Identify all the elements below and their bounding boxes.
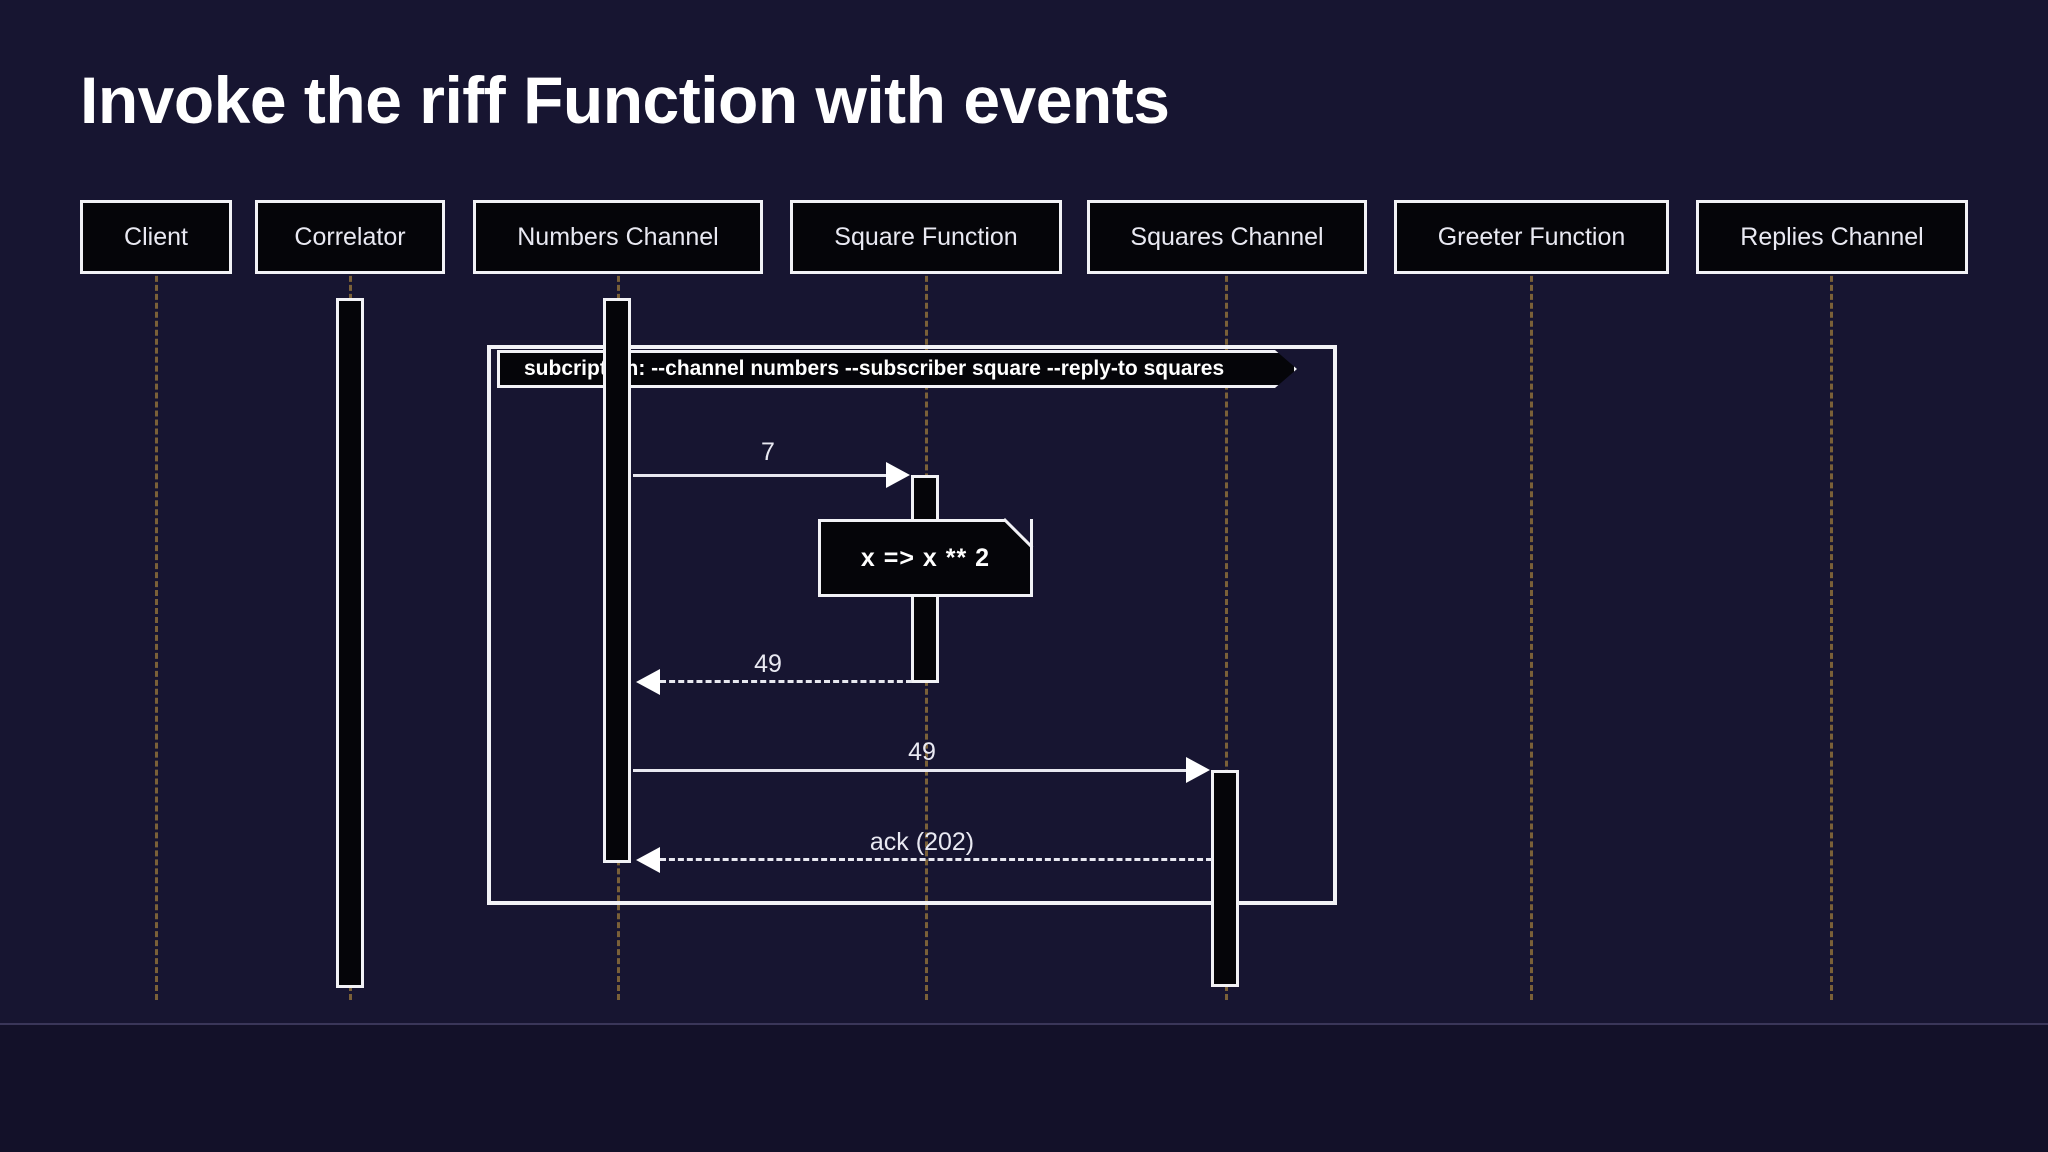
participant-client[interactable]: Client — [80, 200, 232, 274]
activation-squares-channel — [1211, 770, 1239, 987]
note-square-function: x => x ** 2 — [818, 519, 1033, 597]
message-arrowhead-49-return — [636, 669, 660, 695]
participant-label: Greeter Function — [1437, 222, 1626, 251]
sequence-diagram: Client Correlator Numbers Channel Square… — [80, 200, 1968, 1000]
message-label-49-forward: 49 — [908, 738, 936, 766]
message-line-ack — [660, 858, 1212, 861]
participant-label: Squares Channel — [1130, 222, 1324, 251]
participant-label: Replies Channel — [1740, 222, 1924, 251]
lifeline-client — [155, 222, 158, 1000]
message-line-49-return — [660, 680, 912, 683]
participant-label: Correlator — [294, 222, 406, 251]
footer: SpringOne Platform by Pivotal. Unless ot… — [0, 1025, 2048, 1152]
message-arrowhead-7 — [886, 462, 910, 488]
message-label-ack: ack (202) — [869, 828, 975, 856]
lifeline-greeter-function — [1530, 222, 1533, 1000]
message-arrowhead-49-forward — [1186, 757, 1210, 783]
participant-square-function[interactable]: Square Function — [790, 200, 1062, 274]
participant-squares-channel[interactable]: Squares Channel — [1087, 200, 1367, 274]
fragment-subscription — [487, 345, 1337, 905]
note-text: x => x ** 2 — [860, 543, 991, 572]
participant-label: Client — [124, 222, 188, 251]
note-fold-icon — [1004, 519, 1030, 545]
message-line-49-forward — [633, 769, 1195, 772]
participant-label: Square Function — [834, 222, 1018, 251]
message-arrowhead-ack — [636, 847, 660, 873]
participant-label: Numbers Channel — [517, 222, 719, 251]
activation-correlator — [336, 298, 364, 988]
participant-numbers-channel[interactable]: Numbers Channel — [473, 200, 763, 274]
message-line-7 — [633, 474, 895, 477]
lifeline-replies-channel — [1830, 222, 1833, 1000]
participant-correlator[interactable]: Correlator — [255, 200, 445, 274]
fragment-label-text: subcription: --channel numbers --subscri… — [524, 357, 1225, 380]
footer-divider — [0, 1023, 2048, 1025]
activation-numbers-channel — [603, 298, 631, 863]
message-label-7: 7 — [761, 438, 775, 466]
participant-greeter-function[interactable]: Greeter Function — [1394, 200, 1669, 274]
lifeline-squares-channel — [1225, 222, 1228, 1000]
participant-replies-channel[interactable]: Replies Channel — [1696, 200, 1968, 274]
page-title: Invoke the riff Function with events — [80, 63, 1170, 137]
message-label-49-return: 49 — [754, 650, 782, 678]
